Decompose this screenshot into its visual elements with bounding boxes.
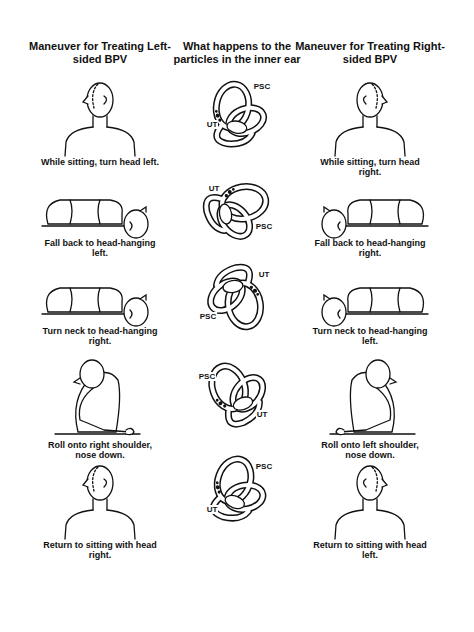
- step-caption: Roll onto right shoulder, nose down.: [40, 440, 160, 461]
- part-label: UT: [206, 120, 219, 129]
- step-caption: Return to sitting with head right.: [40, 540, 160, 561]
- step-caption: Roll onto left shoulder, nose down.: [310, 440, 430, 461]
- step-caption: Fall back to head-hanging right.: [310, 238, 430, 259]
- step-caption: While sitting, turn head right.: [310, 157, 430, 178]
- step-caption: Turn neck to head-hanging left.: [310, 326, 430, 347]
- step-caption: Turn neck to head-hanging right.: [40, 326, 160, 347]
- part-label: UT: [256, 410, 269, 419]
- part-label: PSC: [255, 222, 273, 231]
- part-label: PSC: [199, 312, 217, 321]
- column-heading: What happens to the particles in the inn…: [172, 40, 302, 65]
- step-caption: While sitting, turn head left.: [40, 157, 160, 167]
- part-label: PSC: [198, 372, 216, 381]
- part-label: PSC: [255, 462, 273, 471]
- part-label: UT: [208, 184, 221, 193]
- step-caption: Fall back to head-hanging left.: [40, 238, 160, 259]
- part-label: UT: [258, 270, 271, 279]
- part-label: PSC: [253, 82, 271, 91]
- step-caption: Return to sitting with head left.: [310, 540, 430, 561]
- column-heading: Maneuver for Treating Left-sided BPV: [25, 40, 175, 65]
- column-heading: Maneuver for Treating Right-sided BPV: [295, 40, 445, 65]
- part-label: UT: [206, 505, 219, 514]
